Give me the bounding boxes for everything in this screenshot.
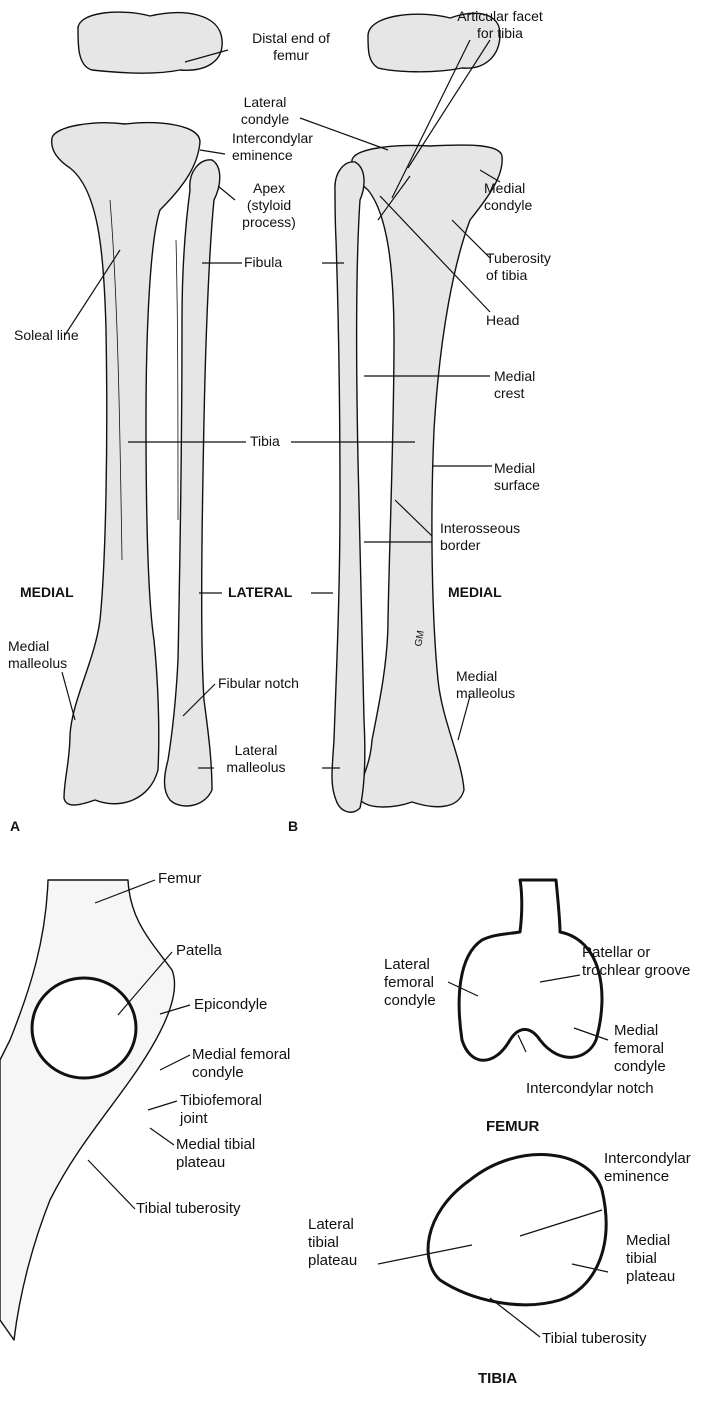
label-knee-tibial-tuberosity: Tibial tuberosity	[136, 1200, 241, 1218]
femur-distal	[459, 880, 602, 1060]
label-knee-medial-femoral-condyle: Medial femoral condyle	[192, 1046, 290, 1082]
artist-signature: GM	[410, 629, 430, 648]
label-lateral-condyle: Lateral condyle	[230, 94, 300, 128]
label-tuberosity-of-tibia: Tuberosity of tibia	[486, 250, 551, 284]
label-patellar-groove: Patellar or trochlear groove	[582, 944, 690, 980]
b-fibula	[332, 162, 365, 812]
label-lateral-tibial-plateau: Lateral tibial plateau	[308, 1216, 357, 1270]
b-tibia	[352, 145, 503, 807]
label-knee-medial-tibial-plateau: Medial tibial plateau	[176, 1136, 255, 1172]
tibia-view-title: TIBIA	[478, 1370, 517, 1388]
label-tibia-tibial-tuberosity: Tibial tuberosity	[542, 1330, 647, 1348]
label-a-fibula: Fibula	[244, 254, 282, 271]
label-b-medial: MEDIAL	[448, 584, 502, 601]
tibia-proximal	[428, 1155, 606, 1305]
label-articular-facet: Articular facet for tibia	[440, 8, 560, 42]
label-lateral-femoral-condyle: Lateral femoral condyle	[384, 956, 436, 1010]
label-tibia: Tibia	[250, 433, 280, 450]
femur-view-title: FEMUR	[486, 1118, 539, 1136]
label-knee-femur: Femur	[158, 870, 201, 888]
knee-patella	[32, 978, 136, 1078]
label-head: Head	[486, 312, 519, 329]
a-fibula	[165, 160, 220, 806]
label-knee-epicondyle: Epicondyle	[194, 996, 267, 1014]
label-medial-condyle: Medial condyle	[484, 180, 532, 214]
label-medial-surface: Medial surface	[494, 460, 540, 494]
label-medial-crest: Medial crest	[494, 368, 535, 402]
label-fibular-notch: Fibular notch	[218, 675, 299, 692]
label-apex: Apex (styloid process)	[229, 180, 309, 231]
label-intercondylar-notch: Intercondylar notch	[526, 1080, 654, 1098]
label-b-medial-malleolus: Medial malleolus	[456, 668, 515, 702]
label-tibia-medial-tibial-plateau: Medial tibial plateau	[626, 1232, 675, 1286]
label-a-medial: MEDIAL	[20, 584, 74, 601]
label-interosseous-border: Interosseous border	[440, 520, 520, 554]
label-femur-medial-femoral-condyle: Medial femoral condyle	[614, 1022, 666, 1076]
panel-b-letter: B	[288, 818, 298, 835]
label-soleal-line: Soleal line	[14, 327, 79, 344]
label-knee-tibiofemoral-joint: Tibiofemoral joint	[180, 1092, 262, 1128]
label-a-intercondylar-eminence: Intercondylar eminence	[232, 130, 313, 164]
label-a-lateral: LATERAL	[228, 584, 292, 601]
label-distal-end-femur: Distal end of femur	[226, 30, 356, 64]
label-a-medial-malleolus: Medial malleolus	[8, 638, 67, 672]
label-tibia-intercondylar-eminence: Intercondylar eminence	[604, 1150, 691, 1186]
a-femur-end	[78, 12, 222, 73]
label-knee-patella: Patella	[176, 942, 222, 960]
label-lateral-malleolus: Lateral malleolus	[216, 742, 296, 776]
panel-a-letter: A	[10, 818, 20, 835]
